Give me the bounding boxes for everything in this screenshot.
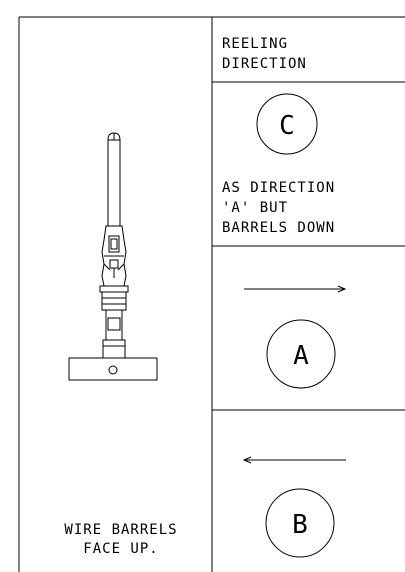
- direction-c-note-line2: 'A' BUT: [222, 200, 288, 216]
- reeling-direction-label-line2: DIRECTION: [222, 56, 307, 72]
- wire-barrels-note-line1: WIRE BARRELS: [64, 522, 177, 538]
- direction-c-circle: [256, 93, 318, 155]
- reeling-direction-label-line1: REELING: [222, 36, 288, 52]
- direction-c-note-line1: AS DIRECTION: [222, 180, 335, 196]
- direction-a-letter: A: [293, 341, 309, 371]
- direction-a-circle: [266, 319, 336, 389]
- wire-barrels-note-line2: FACE UP.: [83, 541, 158, 557]
- arrow-right-icon: [244, 285, 347, 293]
- direction-c-letter: C: [279, 111, 295, 141]
- direction-c-note-line3: BARRELS DOWN: [222, 220, 335, 236]
- direction-b-letter: B: [292, 510, 308, 540]
- drawing-frame: [18, 16, 405, 572]
- terminal-pin-icon: [68, 132, 158, 381]
- arrow-left-icon: [242, 456, 346, 464]
- direction-b-circle: [265, 488, 335, 558]
